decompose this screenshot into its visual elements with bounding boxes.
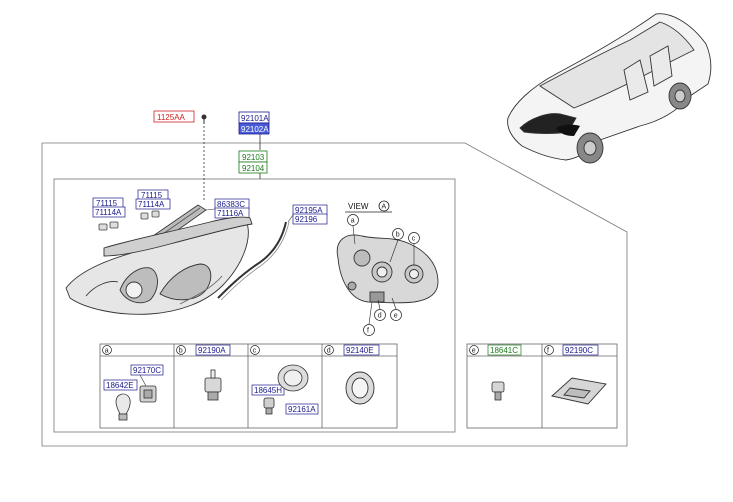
bulb-part bbox=[115, 393, 131, 421]
inner-frame bbox=[53, 178, 456, 433]
svg-text:b: b bbox=[179, 348, 183, 355]
label-trim-2[interactable]: 71116A bbox=[217, 209, 244, 218]
svg-text:d: d bbox=[378, 313, 382, 320]
callout-a: a bbox=[347, 214, 359, 245]
bulb-c-part bbox=[263, 397, 275, 415]
view-marker: A bbox=[382, 204, 387, 211]
callout-b: b bbox=[389, 228, 404, 263]
svg-text:c: c bbox=[253, 348, 257, 355]
bulb-e-part bbox=[491, 381, 505, 401]
detail-table-right bbox=[466, 343, 618, 429]
callout-f: f bbox=[363, 301, 375, 336]
svg-text:e: e bbox=[472, 348, 476, 355]
label-cell-c-2[interactable]: 92161A bbox=[288, 405, 316, 414]
label-bolt[interactable]: 1125AA bbox=[157, 113, 186, 122]
label-cell-b[interactable]: 92190A bbox=[198, 346, 226, 355]
label-cell-e[interactable]: 18641C bbox=[490, 346, 518, 355]
callout-d: d bbox=[374, 299, 386, 321]
label-cell-a-1[interactable]: 92170C bbox=[133, 366, 161, 375]
label-strip-1[interactable]: 92195A bbox=[295, 206, 323, 215]
label-strip-2[interactable]: 92196 bbox=[295, 215, 318, 224]
svg-text:d: d bbox=[327, 348, 331, 355]
view-label: VIEW bbox=[348, 202, 369, 211]
svg-text:f: f bbox=[367, 328, 369, 335]
label-cell-f[interactable]: 92190C bbox=[565, 346, 593, 355]
cell-d: d 92140E bbox=[324, 344, 380, 405]
clip-a-part bbox=[98, 221, 119, 231]
label-trim-1[interactable]: 86383C bbox=[217, 200, 245, 209]
svg-text:e: e bbox=[394, 313, 398, 320]
vehicle-illustration bbox=[507, 13, 712, 164]
svg-text:a: a bbox=[105, 348, 109, 355]
vehicle-headlamp-highlight bbox=[556, 124, 580, 136]
bolt-part bbox=[201, 114, 207, 124]
cell-b: b 92190A bbox=[176, 344, 231, 401]
svg-text:c: c bbox=[412, 236, 416, 243]
detail-table-left bbox=[99, 343, 398, 429]
bulb-socket-b-part bbox=[204, 369, 222, 401]
label-assembly-2[interactable]: 92102A bbox=[241, 125, 269, 134]
svg-text:a: a bbox=[351, 218, 355, 225]
ballast-f-part bbox=[551, 377, 607, 405]
label-cell-a-2[interactable]: 18642E bbox=[106, 381, 134, 390]
label-cell-d[interactable]: 92140E bbox=[346, 346, 374, 355]
label-clip-b1[interactable]: 71115 bbox=[141, 191, 163, 200]
cell-e: e 18641C bbox=[469, 344, 522, 401]
cap-d-part bbox=[345, 371, 375, 405]
svg-text:b: b bbox=[396, 232, 400, 239]
cell-a: a 92170C 18642E bbox=[102, 345, 164, 421]
headlamp-rear-view-part bbox=[336, 234, 439, 304]
cell-c: c 18645H 92161A bbox=[250, 345, 319, 415]
svg-text:f: f bbox=[547, 348, 549, 355]
label-housing-1[interactable]: 92103 bbox=[242, 153, 265, 162]
headlamp-assembly-part bbox=[65, 216, 253, 315]
clip-b-part bbox=[140, 210, 160, 220]
cell-f: f 92190C bbox=[544, 344, 607, 405]
strip-part bbox=[217, 221, 287, 299]
socket-a-part bbox=[139, 385, 157, 403]
outer-frame bbox=[41, 142, 628, 447]
label-clip-a2[interactable]: 71114A bbox=[95, 208, 122, 217]
label-assembly-1[interactable]: 92101A bbox=[241, 114, 269, 123]
label-clip-a1[interactable]: 71115 bbox=[96, 199, 118, 208]
label-housing-2[interactable]: 92104 bbox=[242, 164, 265, 173]
callout-c: c bbox=[408, 232, 420, 265]
callout-e: e bbox=[390, 297, 402, 321]
label-clip-b2[interactable]: 71114A bbox=[138, 200, 165, 209]
label-cell-c-1[interactable]: 18645H bbox=[254, 386, 282, 395]
cap-c-part bbox=[277, 364, 309, 392]
